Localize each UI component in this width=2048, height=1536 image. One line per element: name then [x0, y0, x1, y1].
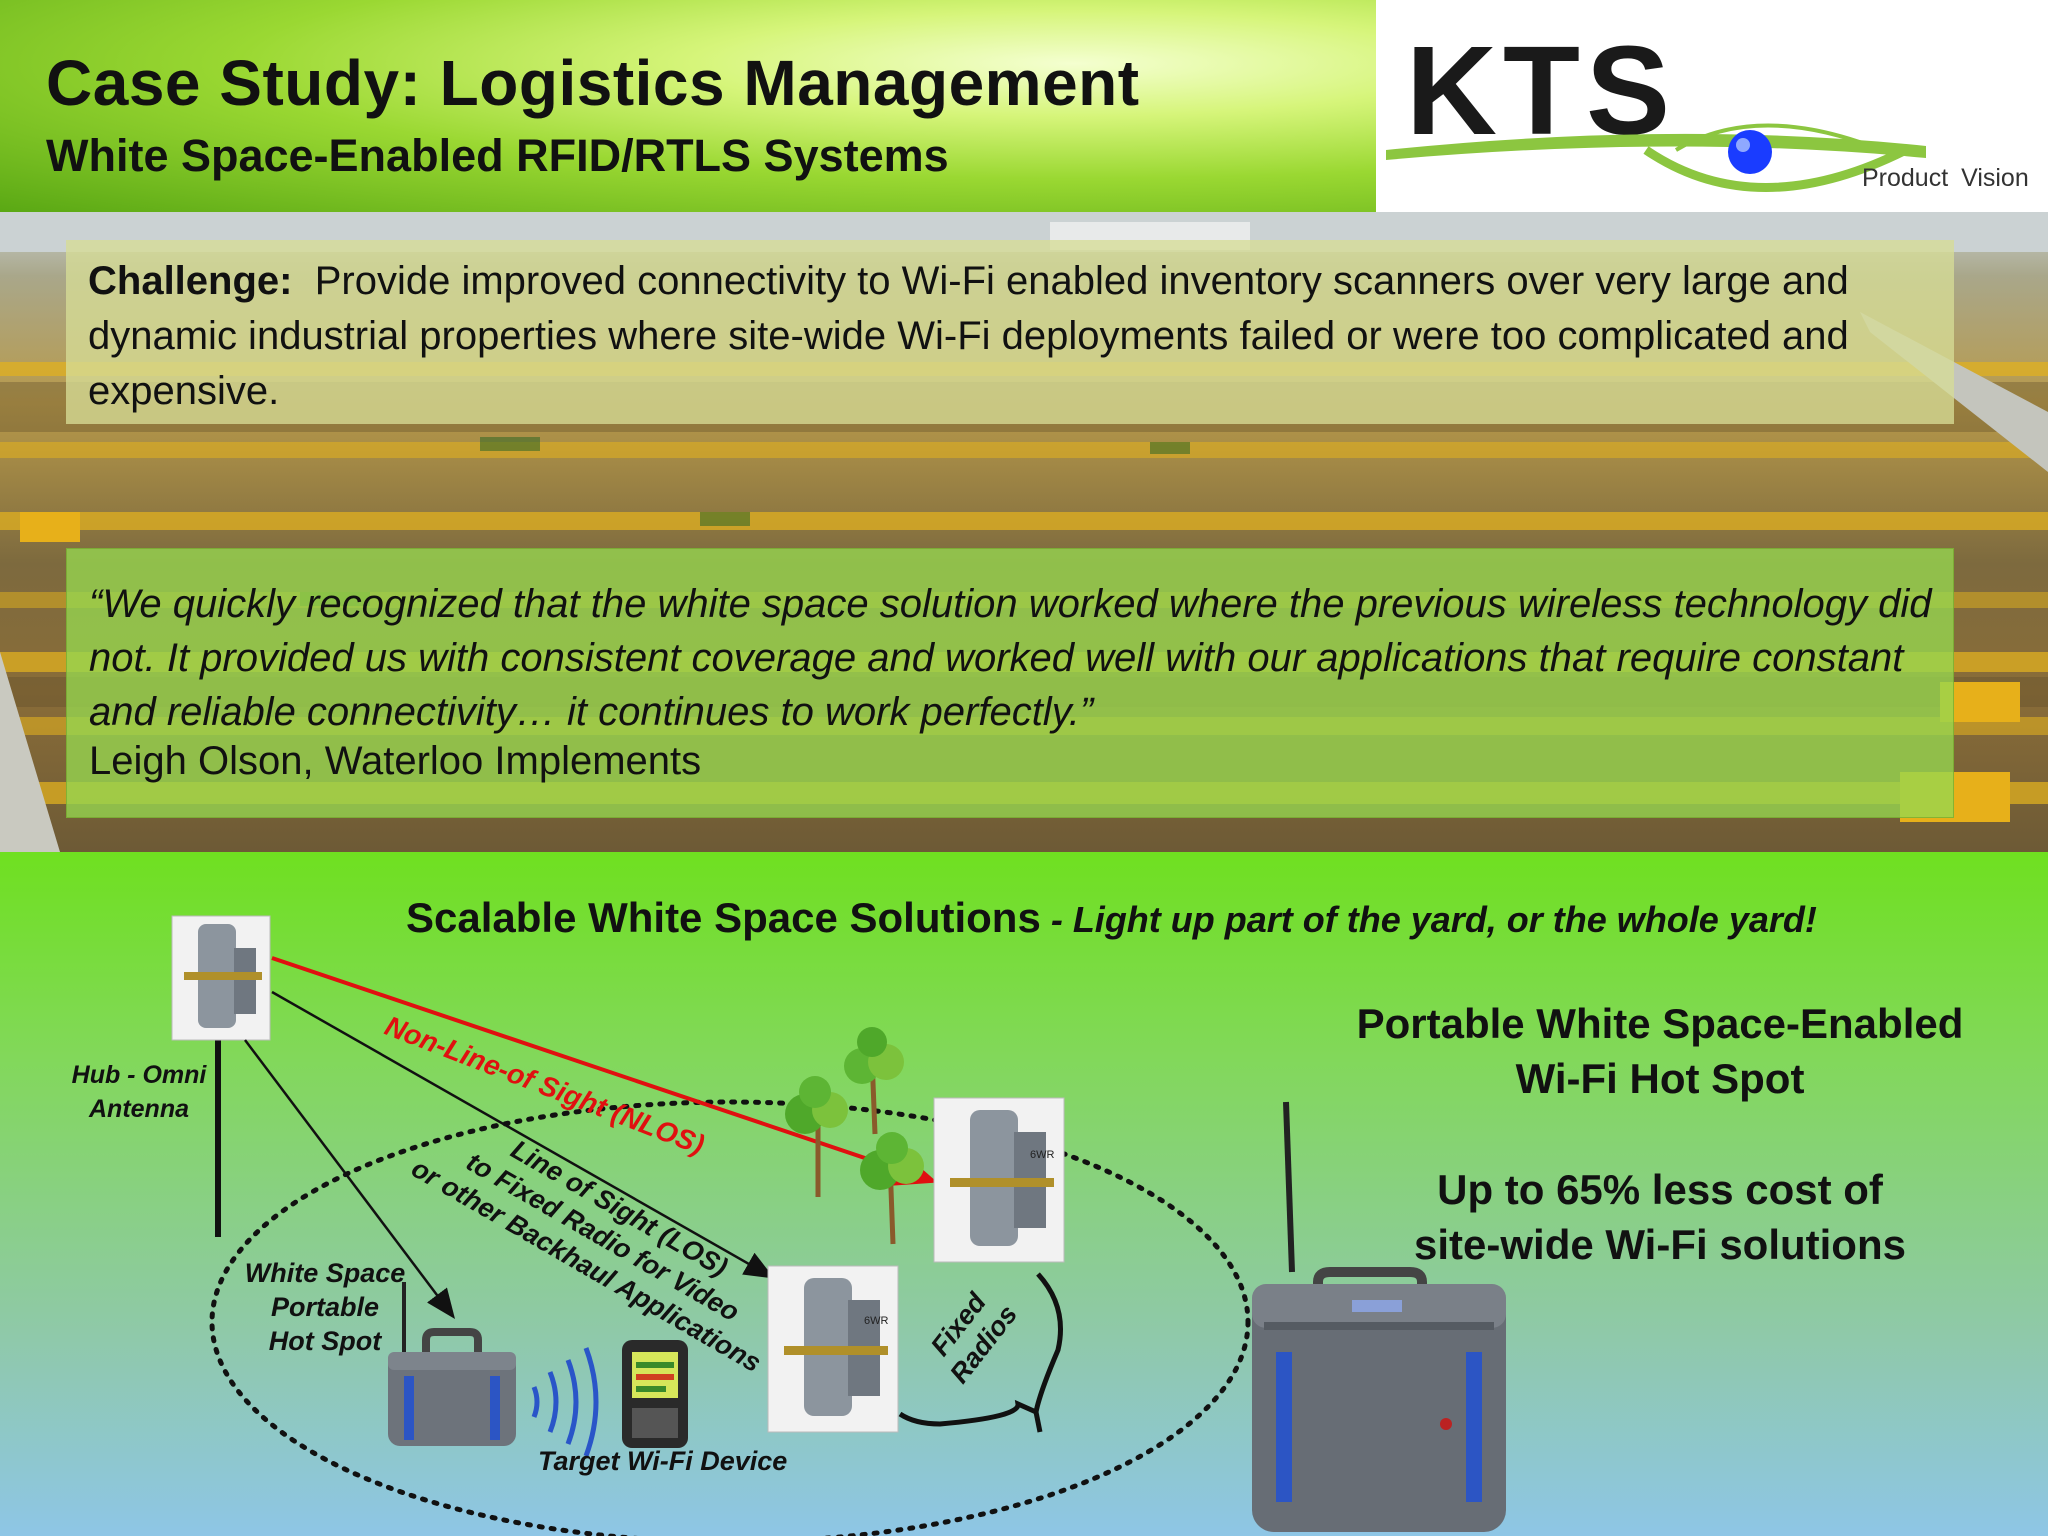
- tree-icon: [785, 1027, 924, 1245]
- page-title: Case Study: Logistics Management: [46, 47, 1140, 119]
- hub-radio-icon: [171, 915, 271, 1041]
- solutions-heading: Scalable White Space Solutions - Light u…: [406, 894, 1817, 942]
- hub-antenna-label: Hub - Omni Antenna: [54, 1058, 224, 1126]
- fixed-radio-icon-1: 6WR: [933, 1097, 1065, 1263]
- radio-brand-label: 6WR: [864, 1315, 889, 1327]
- challenge-panel: Challenge: Provide improved connectivity…: [66, 240, 1954, 424]
- fixed-radio-icon-2: 6WR: [767, 1265, 899, 1433]
- los-arrow: [271, 990, 775, 1279]
- coverage-area: [209, 1099, 1251, 1536]
- eye-icon: [1386, 123, 1926, 192]
- radio-brand-label: 6WR: [1030, 1149, 1055, 1161]
- logo-tagline: Product Vision: [1862, 164, 2029, 192]
- hotspot-arrow: [244, 1039, 456, 1319]
- solutions-heading-text: Scalable White Space Solutions: [406, 894, 1041, 941]
- testimonial-quote: “We quickly recognized that the white sp…: [89, 582, 1932, 734]
- target-device-label: Target Wi-Fi Device: [538, 1446, 788, 1476]
- large-hotspot-case-icon: [1252, 1101, 1506, 1532]
- hub-label-line: Hub - Omni: [71, 1061, 207, 1089]
- wsp-label-line: Portable: [270, 1292, 380, 1322]
- cost-savings-text: Up to 65% less cost of site-wide Wi-Fi s…: [1300, 1162, 2020, 1272]
- kts-logo: KTS Product Vision: [1376, 0, 2048, 212]
- cost-line: site-wide Wi-Fi solutions: [1414, 1221, 1906, 1268]
- network-diagram: 6WR 6WR: [171, 915, 1506, 1536]
- wsp-label-line: White Space: [244, 1258, 406, 1288]
- challenge-label: Challenge:: [88, 259, 293, 303]
- portable-hotspot-icon: [388, 1282, 516, 1446]
- hub-label-line: Antenna: [89, 1095, 189, 1123]
- cost-line: Up to 65% less cost of: [1437, 1166, 1883, 1213]
- portable-title-line: Wi-Fi Hot Spot: [1515, 1055, 1805, 1102]
- wifi-waves-icon: [531, 1347, 599, 1457]
- challenge-body: Provide improved connectivity to Wi-Fi e…: [88, 259, 1849, 413]
- testimonial-panel: “We quickly recognized that the white sp…: [66, 548, 1954, 818]
- portable-title-line: Portable White Space-Enabled: [1356, 1000, 1964, 1047]
- nlos-arrow: [271, 956, 938, 1187]
- portable-hotspot-title: Portable White Space-Enabled Wi-Fi Hot S…: [1300, 996, 2020, 1106]
- page-subtitle: White Space-Enabled RFID/RTLS Systems: [46, 130, 949, 181]
- handheld-device-icon: [622, 1340, 688, 1448]
- white-space-hotspot-label: White Space Portable Hot Spot: [230, 1256, 420, 1358]
- solutions-tagline: - Light up part of the yard, or the whol…: [1040, 899, 1817, 940]
- testimonial-attribution: Leigh Olson, Waterloo Implements: [89, 739, 702, 783]
- header-banner: [0, 0, 1376, 212]
- wsp-label-line: Hot Spot: [268, 1326, 382, 1356]
- challenge-text: Challenge: Provide improved connectivity…: [88, 254, 1938, 419]
